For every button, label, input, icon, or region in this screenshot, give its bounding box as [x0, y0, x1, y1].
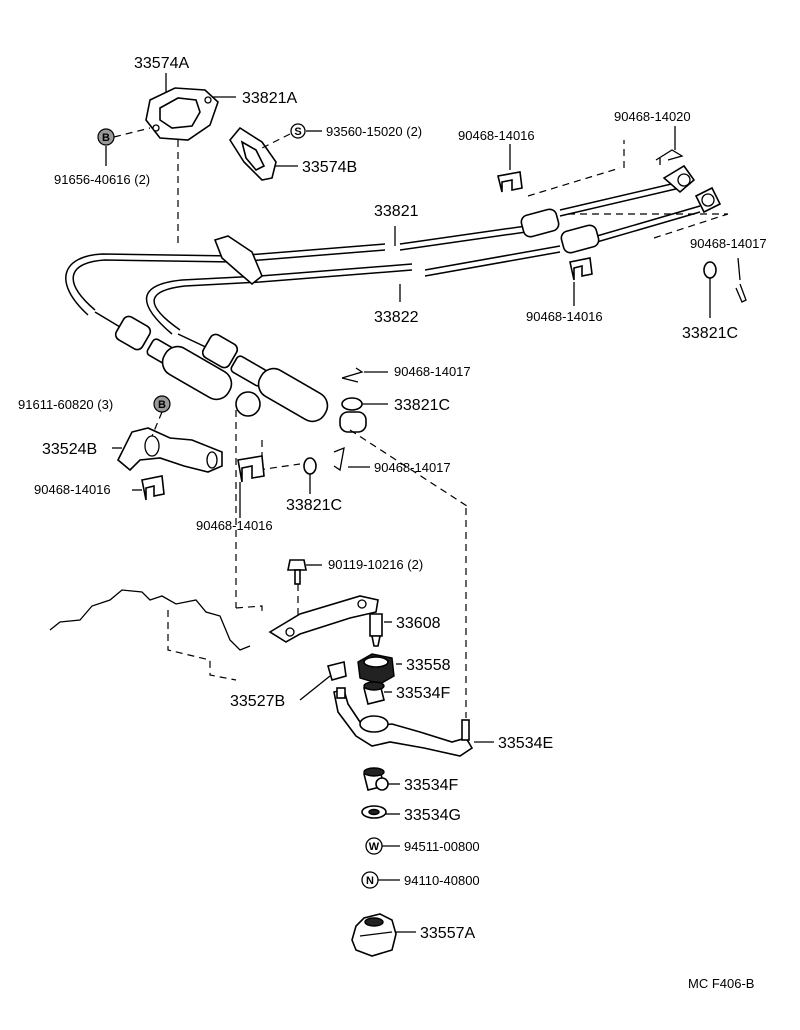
pin-90468-14020 — [655, 149, 684, 165]
label-90468-14017-low: 90468-14017 — [374, 460, 451, 475]
label-33524B: 33524B — [42, 441, 97, 458]
svg-text:B: B — [102, 132, 110, 144]
label-90468-14017-mid: 90468-14017 — [394, 364, 471, 379]
cable-end-lower-right — [560, 186, 722, 254]
clip-90468-14016-top — [497, 171, 523, 193]
cable-33821 — [65, 181, 681, 316]
bushing-33534F-lower — [363, 767, 389, 791]
label-90468-14017-right: 90468-14017 — [690, 236, 767, 251]
clip-90468-14016-mid — [569, 257, 593, 281]
boot-33557A — [351, 913, 397, 957]
pin-90468-14017-mid — [341, 367, 364, 383]
label-33527B: 33527B — [230, 693, 285, 710]
label-33534F-upper: 33534F — [396, 685, 450, 702]
label-33821C-right: 33821C — [682, 325, 738, 342]
cable-end-upper-right — [520, 164, 696, 238]
pin-90468-14017-right — [735, 283, 747, 303]
clip-90468-14016-low — [237, 455, 265, 483]
pin-90468-14017-low — [333, 446, 345, 472]
washer-33821C-low — [303, 457, 317, 475]
bracket-33524B — [117, 427, 223, 473]
cable-end-left-33821 — [94, 311, 261, 417]
screw-s-symbol-icon — [290, 123, 306, 139]
washer-33534G — [361, 805, 387, 819]
cable-end-left-33822 — [177, 333, 367, 433]
label-90468-14016-low: 90468-14016 — [196, 518, 273, 533]
label-90468-14016-top: 90468-14016 — [458, 128, 535, 143]
label-33534F-lower: 33534F — [404, 777, 458, 794]
label-90468-14016-left: 90468-14016 — [34, 482, 111, 497]
label-33574A: 33574A — [134, 55, 189, 72]
svg-text:N: N — [366, 875, 374, 887]
washer-33821C-mid — [341, 397, 363, 411]
bushing-33558 — [357, 653, 395, 685]
label-90119-10216: 90119-10216 (2) — [328, 557, 423, 572]
label-90468-14016-mid: 90468-14016 — [526, 309, 603, 324]
washer-33821C-right — [703, 261, 717, 279]
label-91656-40616: 91656-40616 (2) — [54, 172, 150, 187]
label-93560-15020: 93560-15020 (2) — [326, 124, 422, 139]
figure-code: MC F406-B — [688, 976, 754, 991]
label-33534E: 33534E — [498, 735, 553, 752]
label-33821C-mid: 33821C — [394, 397, 450, 414]
bolt-90119-10216 — [287, 559, 307, 585]
label-33821A: 33821A — [242, 90, 297, 107]
clip-90468-14016-left — [141, 475, 165, 501]
label-33558: 33558 — [406, 657, 451, 674]
label-90468-14020: 90468-14020 — [614, 109, 691, 124]
label-91611-60820: 91611-60820 (3) — [18, 397, 113, 412]
label-33574B: 33574B — [302, 159, 357, 176]
bracket-33608 — [268, 595, 383, 647]
label-33534G: 33534G — [404, 807, 461, 824]
svg-text:W: W — [369, 841, 380, 853]
label-33822: 33822 — [374, 309, 419, 326]
cable-bracket — [213, 235, 263, 286]
bushing-33534F-upper — [363, 681, 385, 705]
label-94110-40800: 94110-40800 — [404, 873, 480, 888]
svg-text:B: B — [158, 399, 166, 411]
label-94511-00800: 94511-00800 — [404, 839, 480, 854]
label-33821C-low: 33821C — [286, 497, 342, 514]
cable-33822 — [145, 205, 701, 335]
lever-33534E — [333, 687, 474, 757]
label-33557A: 33557A — [420, 925, 475, 942]
label-33608: 33608 — [396, 615, 441, 632]
clip-33574B — [229, 126, 277, 181]
svg-text:S: S — [294, 126, 301, 138]
label-33821: 33821 — [374, 203, 419, 220]
transmission-case-outline — [49, 589, 251, 651]
retainer-33574A — [145, 87, 219, 141]
nut-33527B — [327, 661, 347, 681]
